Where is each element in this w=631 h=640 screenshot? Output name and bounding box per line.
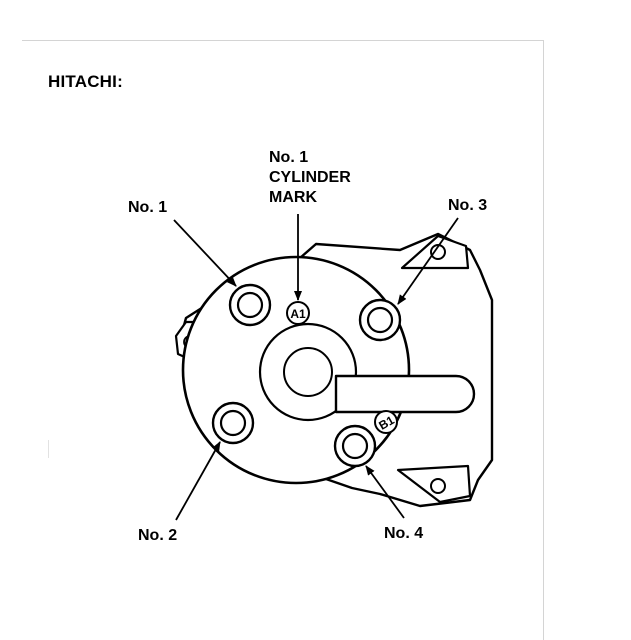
arrow-no-3 [397, 217, 459, 305]
terminal-no-4 [333, 424, 377, 468]
mounting-hole-top [430, 244, 446, 260]
center-tower [258, 322, 358, 422]
terminal-no-1 [228, 283, 272, 327]
cylinder-mark-a1: A1 [286, 301, 310, 325]
figure-panel [22, 40, 544, 640]
mounting-hole-bottom [430, 478, 446, 494]
cylinder-mark-line-1: No. 1 [269, 149, 309, 166]
figure-title: HITACHI: [48, 72, 123, 91]
arrow-no-2 [175, 441, 221, 521]
mounting-ear-bottom [396, 464, 472, 504]
cylinder-mark-b1: B1 [374, 410, 398, 434]
label-no-1: No. 1 [128, 199, 168, 216]
label-no-3: No. 3 [448, 197, 488, 214]
label-no-4: No. 4 [384, 525, 424, 542]
terminal-no-3 [358, 298, 402, 342]
label-no-2: No. 2 [138, 527, 178, 544]
mark-b1-text: B1 [376, 413, 397, 433]
vacuum-advance-arm [334, 374, 476, 414]
arrow-no-4 [365, 465, 405, 519]
terminal-no-2 [211, 401, 255, 445]
arrow-no-1 [173, 219, 237, 287]
cylinder-mark-line-2: CYLINDER [269, 169, 351, 186]
leader-arrows [173, 214, 459, 521]
mark-a1-text: A1 [290, 307, 306, 321]
margin-tick [48, 440, 49, 458]
distributor-cap-diagram: A1 B1 [173, 214, 494, 521]
cylinder-mark-label: No. 1 CYLINDER MARK [269, 148, 351, 208]
cylinder-mark-line-3: MARK [269, 189, 317, 206]
